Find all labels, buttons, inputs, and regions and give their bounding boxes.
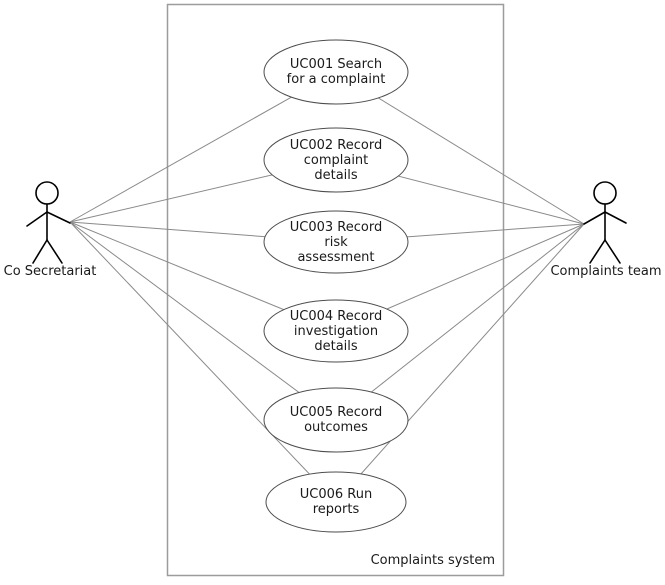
actor-right-arm — [604, 211, 627, 224]
actor-figure-co-secretariat — [26, 181, 71, 264]
actor-left-arm — [26, 211, 48, 227]
use-case-ellipse-uc002 — [263, 127, 409, 193]
use-case-ellipse-uc004 — [263, 299, 409, 363]
actor-left-arm — [583, 211, 606, 225]
actor-right-leg — [46, 239, 63, 264]
actor-label-co-secretariat: Co Secretariat — [3, 264, 97, 279]
actor-head — [35, 181, 59, 205]
association-complaints-team-uc006 — [335, 223, 585, 503]
actor-left-leg — [32, 239, 48, 264]
use-case-ellipse-uc001 — [263, 39, 409, 105]
actor-head — [593, 181, 617, 205]
association-co-secretariat-uc006 — [69, 221, 337, 503]
association-complaints-team-uc005 — [335, 223, 585, 421]
use-case-label-uc006: UC006 Run reports — [299, 487, 373, 517]
actor-right-arm — [46, 211, 71, 224]
actor-left-leg — [589, 239, 606, 264]
actor-label-complaints-team: Complaints team — [550, 264, 662, 279]
actor-right-leg — [604, 239, 621, 264]
use-case-label-uc002: UC002 Record complaint details — [289, 138, 383, 183]
use-case-ellipse-uc003 — [263, 210, 409, 274]
use-case-label-uc001: UC001 Search for a complaint — [286, 57, 386, 87]
association-co-secretariat-uc005 — [69, 221, 337, 421]
actor-figure-complaints-team — [583, 181, 627, 264]
use-case-label-uc005: UC005 Record outcomes — [289, 405, 383, 435]
use-case-ellipses — [263, 39, 409, 533]
use-case-label-uc004: UC004 Record investigation details — [289, 309, 383, 354]
system-boundary-label: Complaints system — [370, 553, 495, 568]
system-boundary-box — [166, 3, 505, 577]
use-case-label-uc003: UC003 Record risk assessment — [289, 220, 383, 265]
actor-figures — [26, 181, 627, 264]
use-case-ellipse-uc006 — [265, 471, 407, 533]
use-case-ellipse-uc005 — [263, 387, 409, 453]
